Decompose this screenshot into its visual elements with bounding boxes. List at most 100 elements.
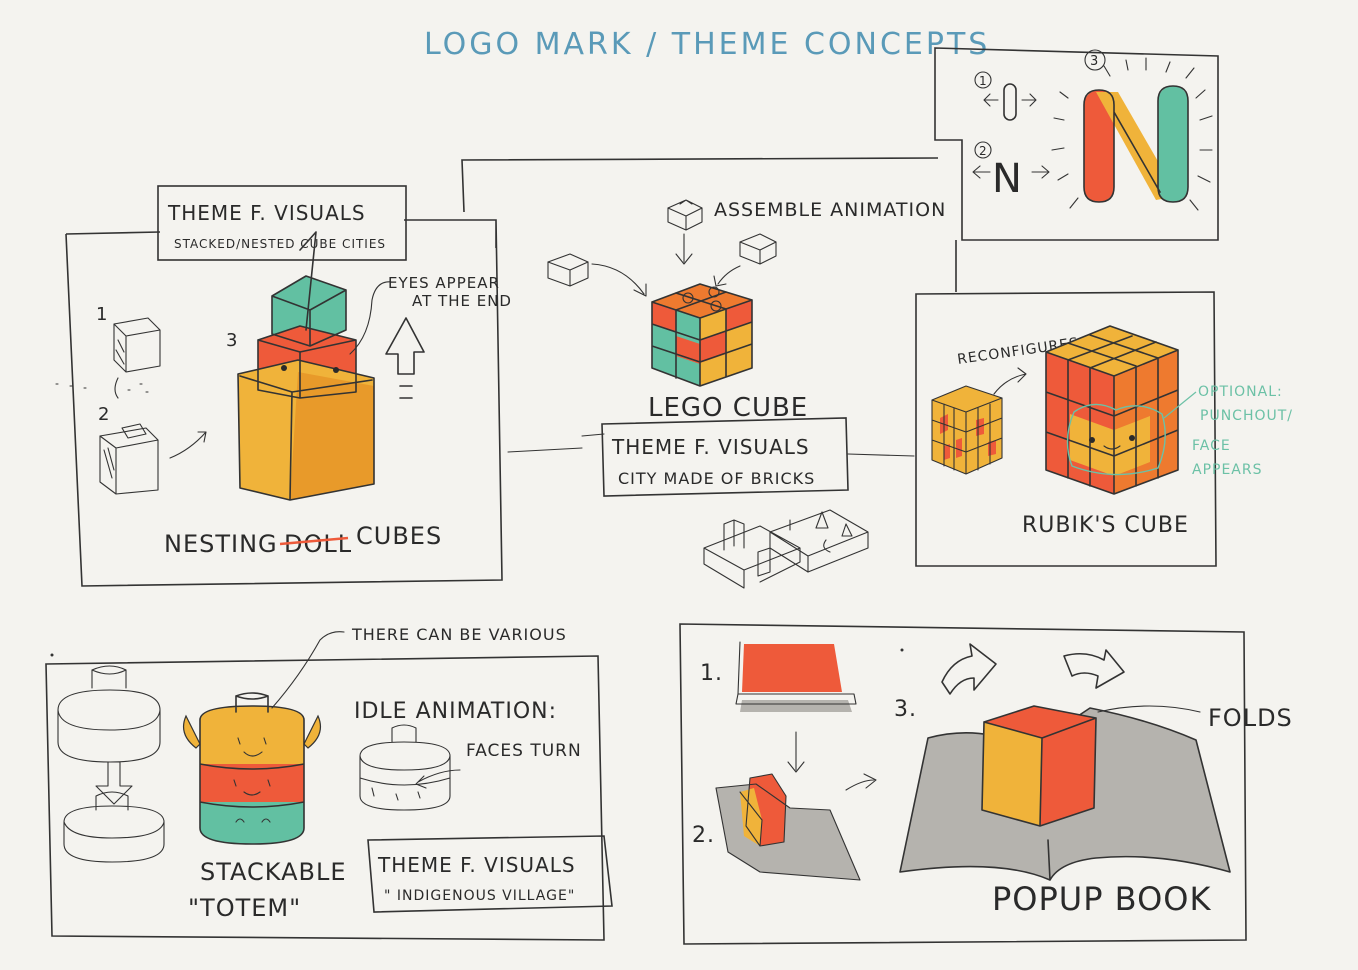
folds-leader	[1097, 705, 1201, 713]
folds-label: FOLDS	[1208, 704, 1293, 732]
eyes-appear-line2: AT THE END	[412, 292, 512, 310]
book-cube-left	[982, 722, 1042, 826]
popup-panel-frame	[679, 623, 1247, 945]
lego-theme-title: THEME F. VISUALS	[611, 435, 810, 459]
popup-rotate-right-icon	[1063, 649, 1125, 689]
various-label: THERE CAN BE VARIOUS	[351, 625, 567, 644]
optional-line1: OPTIONAL:	[1198, 384, 1283, 400]
lego-left-red-tiles	[652, 302, 700, 364]
totem-teal-segment	[200, 802, 304, 844]
popup-step-3: 3.	[894, 697, 917, 722]
brick-right-arrow	[713, 265, 741, 287]
totem-horns	[183, 714, 321, 749]
popup-step1-base	[740, 700, 852, 712]
nesting-step-1: 1	[96, 304, 108, 325]
nesting-theme-box	[157, 185, 407, 261]
rubik-mouth	[1103, 445, 1121, 450]
totem-panel: THERE CAN BE VARIOUS IDLE ANIMATION: FAC…	[45, 625, 613, 941]
totem-stacking-sketch	[57, 665, 165, 863]
totem-yellow-segment	[200, 706, 304, 764]
punchout-outline	[1066, 403, 1166, 476]
book-cube-right	[1040, 718, 1096, 826]
popup-book-label: POPUP BOOK	[992, 880, 1211, 918]
brick-top-icon	[667, 199, 703, 231]
n-arrows-2-icon	[972, 165, 1050, 179]
lego-stud-3	[710, 300, 722, 312]
popup-step-2: 2.	[692, 823, 715, 848]
idle-totem-sketch	[359, 724, 451, 811]
optional-leader	[1163, 391, 1197, 419]
book-cube-outline	[981, 705, 1097, 827]
up-arrow-icon	[385, 317, 425, 399]
small-cube-2-sketch	[99, 423, 159, 495]
brick-left-arrow	[591, 263, 647, 297]
various-leader	[271, 631, 345, 709]
reconfigure-arrow	[993, 367, 1027, 395]
lego-theme-box	[601, 417, 849, 497]
popup-step1-card	[742, 644, 842, 692]
big-rubik-grid	[1045, 325, 1179, 495]
small-cube-1-sketch	[113, 317, 161, 373]
lego-cube-outline	[651, 283, 753, 387]
cube-eye-right	[333, 367, 339, 373]
n-burst-rays	[1051, 57, 1213, 211]
lego-stud-2	[708, 286, 720, 298]
lego-panel: ASSEMBLE ANIMATION LEGO CUBE THEME F. VI…	[461, 157, 957, 589]
n-outline-letter: N	[992, 156, 1023, 202]
n-right-stroke	[1158, 86, 1188, 202]
rubik-panel: RECONFIGURES OPTIONAL: PUNCHOUT/ FACE AP…	[915, 291, 1293, 567]
optional-line2: PUNCHOUT/	[1200, 408, 1293, 424]
lego-connector-left	[507, 433, 605, 453]
totem-faces	[233, 737, 271, 823]
eyes-appear-line1: EYES APPEAR	[388, 274, 500, 292]
n-outline	[1083, 85, 1189, 203]
nesting-label-a: NESTING	[164, 530, 278, 558]
yellow-cube-shade	[290, 372, 374, 500]
dotted-motion-trail	[55, 377, 149, 399]
totem-theme-sub: " INDIGENOUS VILLAGE"	[384, 888, 575, 904]
n-bar-stroke	[1003, 83, 1017, 121]
n-step-3: 3	[1090, 54, 1099, 69]
totem-label-2: "TOTEM"	[188, 894, 301, 922]
faces-turn-label: FACES TURN	[466, 741, 582, 761]
eyes-leader-line	[349, 281, 393, 355]
nesting-step-3: 3	[226, 330, 238, 351]
rubik-eye-right	[1129, 435, 1135, 441]
popup-step2-yellow	[740, 788, 762, 846]
nesting-panel: THEME F. VISUALS STACKED/NESTED CUBE CIT…	[55, 185, 512, 587]
rubik-panel-frame	[915, 291, 1217, 567]
small-rubik-outline	[931, 385, 1003, 475]
popup-step2-pages	[716, 784, 860, 880]
lego-stud-1	[682, 292, 694, 304]
n-left-stroke	[1084, 90, 1114, 202]
nest-arrow-icon	[169, 431, 207, 459]
n-step-2: 2	[979, 144, 988, 158]
nesting-panel-frame	[65, 219, 503, 587]
idle-animation-label: IDLE ANIMATION:	[354, 699, 557, 724]
popup-step2-outline	[715, 773, 861, 881]
optional-line4: APPEARS	[1192, 462, 1263, 478]
n-concept-panel: 1 2 N 3	[934, 47, 1219, 241]
n-step-3-circle	[1084, 49, 1106, 71]
nesting-label-struck: DOLL	[284, 530, 352, 558]
lego-theme-sub: CITY MADE OF BRICKS	[618, 469, 815, 488]
nesting-theme-sub: STACKED/NESTED CUBE CITIES	[174, 237, 386, 251]
brick-left-icon	[547, 253, 589, 287]
assemble-animation-label: ASSEMBLE ANIMATION	[714, 199, 946, 221]
popup-down-arrow	[787, 731, 805, 773]
n-arrows-1-icon	[983, 93, 1037, 107]
totem-label-1: STACKABLE	[200, 858, 347, 886]
nesting-theme-title: THEME F. VISUALS	[167, 201, 366, 225]
totem-theme-title: THEME F. VISUALS	[377, 853, 576, 877]
totem-panel-frame	[45, 655, 605, 941]
rubik-cube-label: RUBIK'S CUBE	[1022, 513, 1189, 538]
nesting-step-2: 2	[98, 404, 110, 425]
rubik-eye-left	[1089, 437, 1095, 443]
lego-cube-label: LEGO CUBE	[648, 393, 808, 423]
popup-rotate-left-icon	[941, 643, 997, 695]
n-step-1-circle	[974, 71, 992, 89]
strike-through	[279, 536, 349, 546]
page-title: LOGO MARK / THEME CONCEPTS	[424, 27, 990, 62]
book-cube-top	[984, 706, 1096, 738]
